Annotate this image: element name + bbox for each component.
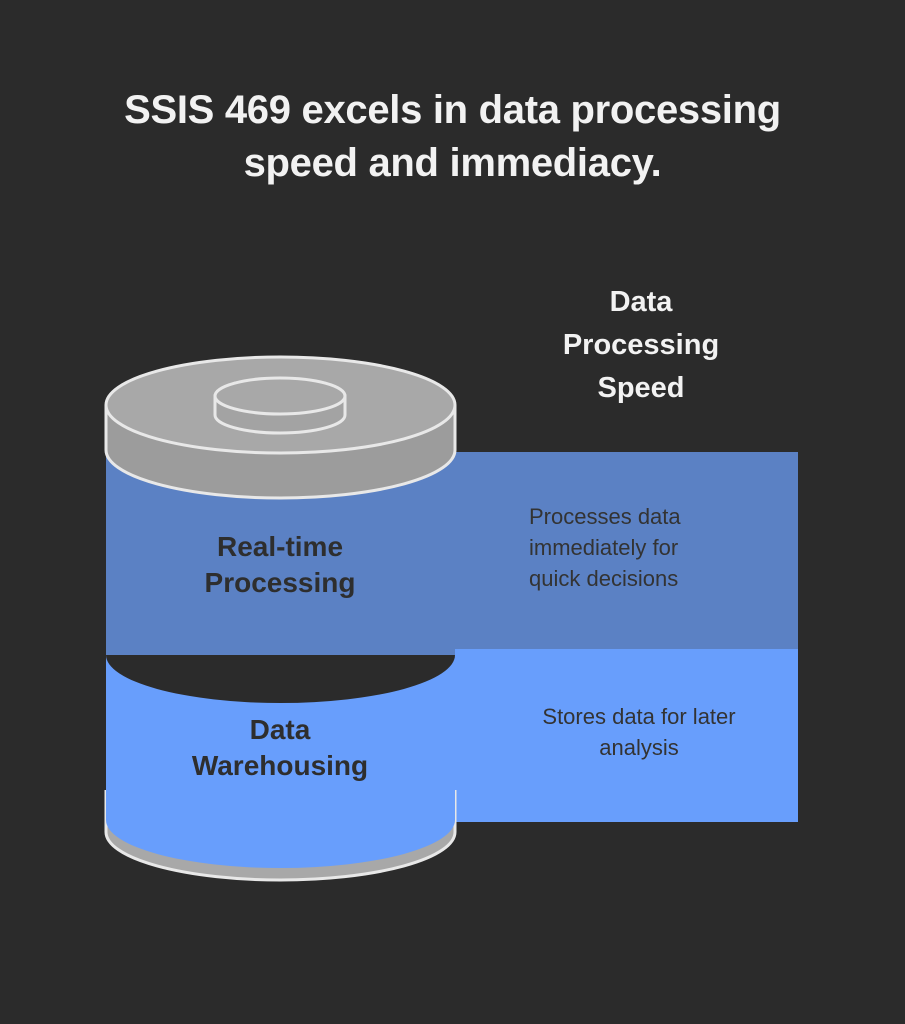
band-panel-top	[455, 452, 798, 649]
cylinder-cap-outline	[104, 405, 457, 500]
cylinder-cap-top-outline	[104, 355, 457, 455]
row-description-data-warehousing: Stores data for later analysis	[542, 704, 736, 761]
cylinder-knob-top	[213, 376, 347, 416]
cylinder-band-bottom	[106, 655, 456, 868]
band-panel-bottom	[455, 649, 798, 822]
row-label-data-warehousing: Data Warehousing	[191, 714, 369, 781]
row-description-real-time-processing: Processes data immediately for quick dec…	[529, 504, 681, 592]
page-title: SSIS 469 excels in data processing speed…	[124, 88, 781, 185]
row-label-real-time-processing: Real-time Processing	[204, 531, 356, 598]
column-header-data-processing-speed: Data Processing Speed	[562, 286, 720, 404]
